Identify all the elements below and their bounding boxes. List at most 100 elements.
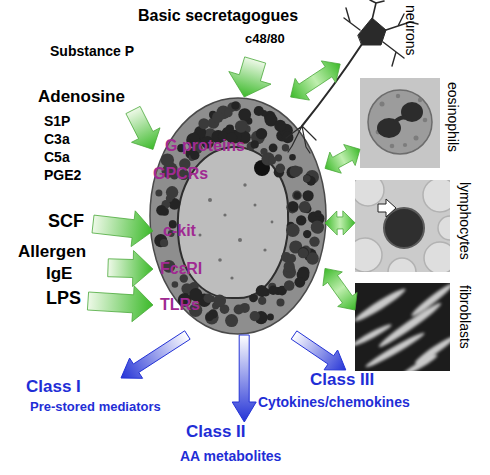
cell-type-label: neurons (403, 5, 418, 56)
granule (258, 297, 266, 305)
granule (296, 215, 306, 225)
output-arrow (232, 335, 256, 422)
granule (290, 166, 302, 178)
fibroblast-image (355, 283, 450, 371)
cell-type-panel: lymphocytes (355, 180, 477, 275)
granule (166, 186, 178, 198)
granule (303, 230, 311, 238)
granule (238, 108, 251, 121)
stimulus-heading: Adenosine (38, 88, 125, 107)
granule (172, 281, 179, 288)
granule (249, 294, 257, 302)
granule (269, 286, 278, 295)
input-arrow (229, 57, 271, 97)
input-arrow (92, 211, 153, 247)
stimulus-heading: Basic secretagogues (138, 7, 298, 25)
granule (224, 109, 233, 118)
output-arrow (291, 331, 346, 370)
stimulus-label: S1P (44, 114, 70, 129)
input-arrow (126, 106, 160, 149)
secretagogue-group: Basic secretagogues c48/80Substance P (50, 5, 320, 60)
interaction-arrow (325, 211, 355, 235)
input-arrow (108, 251, 153, 287)
input-arrow (87, 286, 153, 322)
receptor-label: GPCRs (153, 165, 208, 183)
granule (288, 201, 299, 212)
granule (156, 205, 166, 215)
stimulus-label: C3a (44, 132, 70, 147)
granule (298, 247, 309, 258)
stimulus-label: PGE2 (44, 168, 81, 183)
class-heading: Class II (186, 423, 246, 442)
cell-type-label: eosinophils (445, 82, 460, 152)
granule (315, 210, 322, 217)
class-description: Cytokines/chemokines (258, 395, 410, 410)
granule-group (154, 102, 324, 328)
granule (267, 314, 274, 321)
granule (277, 298, 285, 306)
ligand-label: SCF (48, 212, 93, 236)
class-heading: Class I (26, 378, 81, 397)
output-arrow (121, 331, 190, 379)
granule (269, 143, 278, 152)
ligand-group: AdenosineS1P C3aC5aPGE2 (38, 88, 133, 188)
granule (286, 201, 298, 213)
granule (160, 239, 168, 247)
granule (205, 313, 213, 321)
class-description: Pre-stored mediators (30, 400, 161, 414)
granule (213, 295, 226, 308)
mediator-class: Class III Cytokines/chemokines (258, 370, 453, 415)
class-description: AA metabolites (180, 449, 281, 464)
granule (286, 223, 300, 237)
granule (294, 277, 305, 288)
granule (268, 156, 276, 164)
granule (294, 192, 301, 199)
granule (276, 164, 286, 174)
granule (251, 140, 259, 148)
granule (254, 106, 264, 116)
stimulus-label: SCF (48, 212, 84, 232)
granule (292, 191, 302, 201)
granule (298, 248, 308, 258)
granule (225, 314, 238, 327)
stimulus-label: Allergen (18, 243, 86, 262)
granule (256, 285, 268, 297)
receptor-label: G proteins (165, 137, 245, 155)
granule (289, 154, 296, 161)
cell-body (150, 98, 326, 334)
mast-cell: G proteinsGPCRsc-kitFcεRITLRs (153, 97, 325, 335)
granule (250, 311, 260, 321)
receptor-label: FcεRI (160, 260, 202, 278)
granule (274, 120, 286, 132)
receptor-label: c-kit (163, 222, 196, 240)
cell-type-label: fibroblasts (457, 285, 472, 349)
granule (198, 118, 209, 129)
stimulus-label: IgE (46, 265, 72, 284)
granule (212, 112, 223, 123)
granule (231, 102, 241, 112)
cell-type-panel: eosinophils (360, 78, 465, 173)
lymphocyte-image (355, 180, 450, 272)
stimulus-label: c48/80 (245, 32, 285, 46)
granule (204, 294, 213, 303)
neuron-illustration (286, 0, 418, 153)
granule (303, 175, 310, 182)
mediator-class: Class II AA metabolites (178, 422, 303, 470)
pointer-arrow (378, 199, 396, 217)
eosinophil-image (360, 78, 440, 168)
granule (282, 144, 289, 151)
granule (234, 304, 244, 314)
stimulus-label: LPS (46, 289, 81, 309)
mast-cell-illustration (150, 98, 326, 334)
stimulus-label: C5a (44, 150, 70, 165)
stimulus-label: Substance P (50, 44, 134, 59)
granule (309, 236, 319, 246)
ligand-group: AllergenIgE (18, 243, 108, 288)
cell-type-panel: fibroblasts (355, 283, 477, 373)
granule (231, 102, 239, 110)
interaction-arrow (323, 268, 357, 310)
granule (311, 221, 324, 234)
class-heading: Class III (310, 371, 374, 390)
interaction-arrow (325, 145, 360, 174)
interaction-arrow (291, 61, 341, 100)
